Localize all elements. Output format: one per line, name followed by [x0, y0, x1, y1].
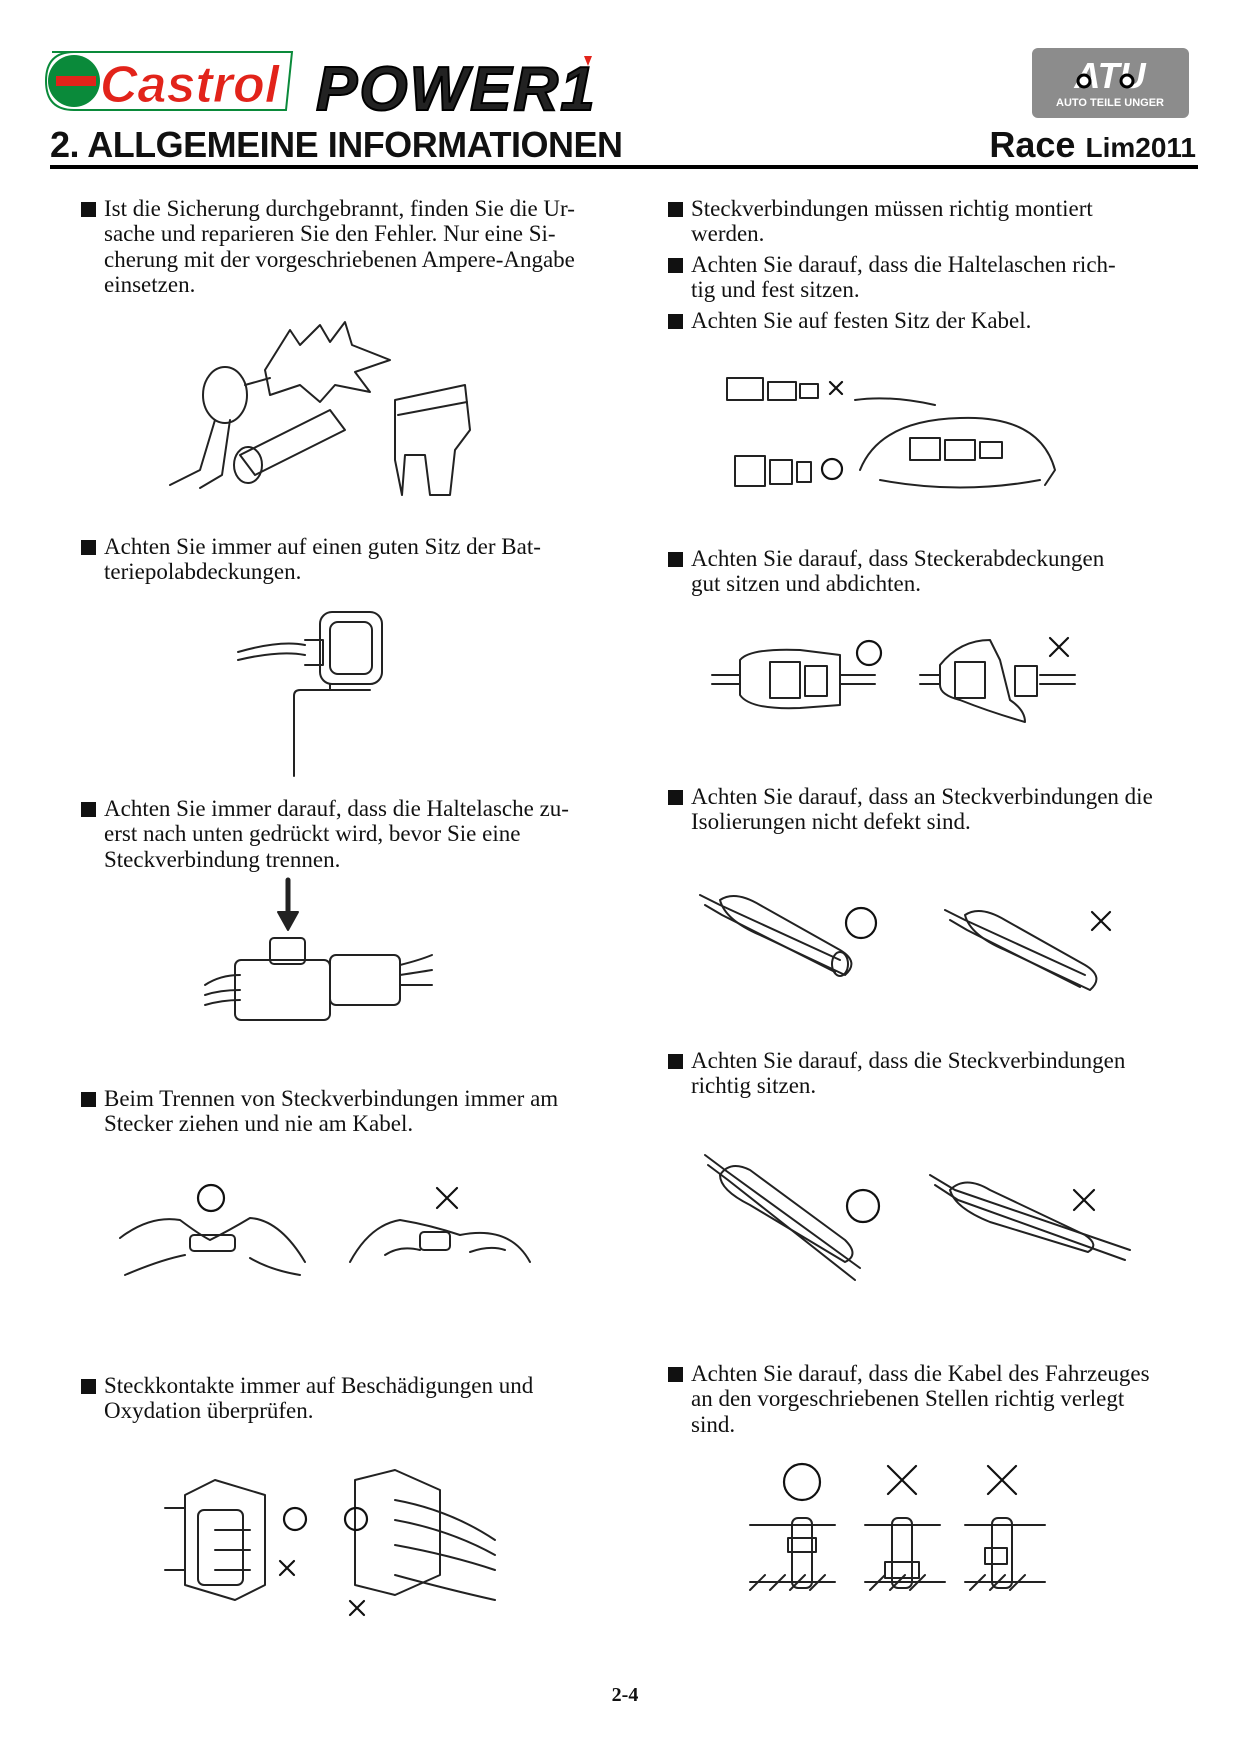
bullet-square: [668, 790, 683, 805]
right-item-tabs: Achten Sie darauf, dass die Haltelaschen…: [668, 252, 1116, 303]
text-line: tig und fest sitzen.: [691, 277, 860, 303]
text-line: gut sitzen und abdichten.: [691, 571, 921, 597]
text-line: Achten Sie darauf, dass die Kabel des Fa…: [691, 1361, 1150, 1386]
latch-connector-illustration: [204, 877, 433, 1021]
connector-hand-illustration: [726, 377, 1056, 489]
fuse-illustration: [169, 321, 471, 496]
left-item-fuse: Ist die Sicherung durchgebrannt, finden …: [81, 196, 575, 298]
left-item-latch: Achten Sie immer darauf, dass die Haltel…: [81, 796, 569, 872]
bullet-square: [668, 258, 683, 273]
text-line: an den vorgeschriebenen Stellen richtig …: [691, 1386, 1125, 1412]
battery-terminal-illustration: [237, 611, 383, 777]
bullet-square: [668, 1054, 683, 1069]
text-line: Isolierungen nicht defekt sind.: [691, 809, 971, 835]
bullet-square: [668, 202, 683, 217]
text-line: Achten Sie darauf, dass die Haltelaschen…: [691, 252, 1116, 277]
page-number: 2-4: [611, 1684, 639, 1706]
bullet-square: [81, 1092, 96, 1107]
left-item-pull: Beim Trennen von Steckverbindungen immer…: [81, 1086, 559, 1137]
svg-text:POWER1: POWER1: [316, 55, 597, 116]
right-item-insulation: Achten Sie darauf, dass an Steckverbindu…: [668, 784, 1153, 835]
text-line: Steckverbindung trennen.: [104, 846, 341, 872]
bullet-square: [81, 202, 96, 217]
plug-cover-illustration: [711, 636, 1076, 723]
bullet-square: [81, 1379, 96, 1394]
text-line: Achten Sie darauf, dass an Steckverbindu…: [691, 784, 1153, 809]
model-sub: Lim2011: [1085, 132, 1196, 163]
text-line: Achten Sie immer darauf, dass die Haltel…: [104, 796, 569, 821]
power1-logo: POWER1: [315, 54, 597, 116]
bullet-square: [668, 552, 683, 567]
text-line: Oxydation überprüfen.: [104, 1398, 314, 1424]
right-item-cable: Achten Sie auf festen Sitz der Kabel.: [668, 308, 1032, 333]
brand-logos: Castrol POWER1: [44, 51, 597, 116]
bullet-square: [668, 314, 683, 329]
text-line: Ist die Sicherung durchgebrannt, finden …: [104, 196, 575, 221]
left-item-contacts: Steckkontakte immer auf Beschädigungen u…: [81, 1373, 534, 1424]
atu-logo: ATU AUTO TEILE UNGER: [1032, 48, 1189, 118]
right-item-mount: Steckverbindungen müssen richtig montier…: [668, 196, 1093, 247]
text-line: teriepolabdeckungen.: [104, 559, 302, 585]
text-line: Achten Sie immer auf einen guten Sitz de…: [104, 534, 541, 559]
text-line: Beim Trennen von Steckverbindungen immer…: [104, 1086, 559, 1111]
text-line: Stecker ziehen und nie am Kabel.: [104, 1111, 414, 1137]
bullet-square: [81, 540, 96, 555]
page-title: 2. ALLGEMEINE INFORMATIONEN: [50, 124, 623, 165]
text-line: Steckverbindungen müssen richtig montier…: [691, 196, 1093, 221]
text-line: einsetzen.: [104, 272, 196, 298]
header-rule: [50, 165, 1198, 169]
text-line: erst nach unten gedrückt wird, bevor Sie…: [104, 821, 521, 847]
svg-text:Castrol: Castrol: [100, 56, 281, 114]
left-item-battery: Achten Sie immer auf einen guten Sitz de…: [81, 534, 541, 585]
connector-seating-illustration: [704, 1154, 1131, 1281]
text-line: sache und reparieren Sie den Fehler. Nur…: [104, 221, 556, 247]
pull-plug-illustration: [119, 1183, 531, 1276]
text-line: Achten Sie darauf, dass Steckerabdeckung…: [691, 546, 1105, 571]
svg-text:AUTO TEILE UNGER: AUTO TEILE UNGER: [1056, 97, 1164, 109]
contact-check-illustration: [164, 1469, 496, 1617]
text-line: sind.: [691, 1411, 736, 1437]
text-line: Steckkontakte immer auf Beschädigungen u…: [104, 1373, 534, 1398]
text-line: cherung mit der vorgeschriebenen Ampere-…: [104, 246, 575, 272]
right-item-seating: Achten Sie darauf, dass die Steckverbind…: [668, 1048, 1126, 1099]
right-item-routing: Achten Sie darauf, dass die Kabel des Fa…: [668, 1361, 1150, 1437]
cable-routing-illustration: [749, 1462, 1046, 1591]
model-main: Race: [989, 124, 1076, 165]
bullet-square: [81, 802, 96, 817]
text-line: Achten Sie darauf, dass die Steckverbind…: [691, 1048, 1126, 1073]
right-item-covers: Achten Sie darauf, dass Steckerabdeckung…: [668, 546, 1105, 597]
insulation-illustration: [699, 894, 1112, 991]
bullet-square: [668, 1367, 683, 1382]
text-line: richtig sitzen.: [691, 1073, 817, 1099]
castrol-logo: Castrol: [44, 51, 294, 115]
text-line: werden.: [691, 221, 765, 247]
text-line: Achten Sie auf festen Sitz der Kabel.: [691, 308, 1032, 333]
model-label: Race Lim2011: [989, 124, 1196, 166]
